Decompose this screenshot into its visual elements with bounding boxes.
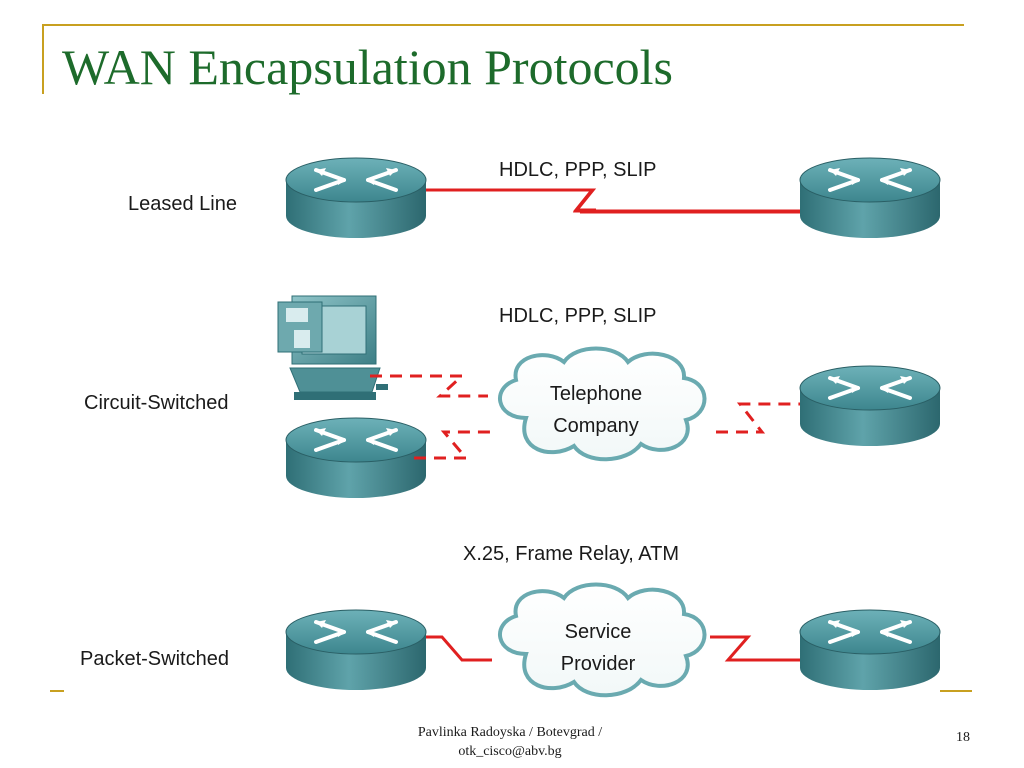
protocols-packet-switched: X.25, Frame Relay, ATM [463,543,679,565]
cloud-label-company: Company [553,415,639,437]
router-icon [798,364,942,448]
title-accent-bar [42,24,44,94]
footer-accent-right [940,690,972,692]
slide-title: WAN Encapsulation Protocols [62,39,674,95]
cloud-label-service: Service [565,621,632,643]
row-label-leased-line: Leased Line [128,193,237,215]
row-label-packet-switched: Packet-Switched [80,648,229,670]
title-accent-line [42,24,964,26]
footer-line-2: otk_cisco@abv.bg [458,744,562,759]
footer-accent-left [50,690,64,692]
row-label-circuit-switched: Circuit-Switched [84,392,228,414]
router-icon [284,608,428,692]
cloud-label-telephone: Telephone [550,383,642,405]
footer-line-1: Pavlinka Radoyska / Botevgrad / [417,725,603,740]
footer-credit: Pavlinka Radoyska / Botevgrad / otk_cisc… [380,723,640,761]
computer-icon [277,295,388,400]
router-icon [798,156,942,240]
packet-links [426,635,800,662]
circuit-dashed-links [370,374,800,460]
page-number: 18 [956,730,970,745]
leased-line-link [424,188,800,214]
router-icon [284,156,428,240]
protocols-leased-line: HDLC, PPP, SLIP [499,159,656,181]
cloud-label-provider: Provider [561,653,636,675]
router-icon [798,608,942,692]
protocols-circuit-switched: HDLC, PPP, SLIP [499,305,656,327]
router-icon [284,416,428,500]
